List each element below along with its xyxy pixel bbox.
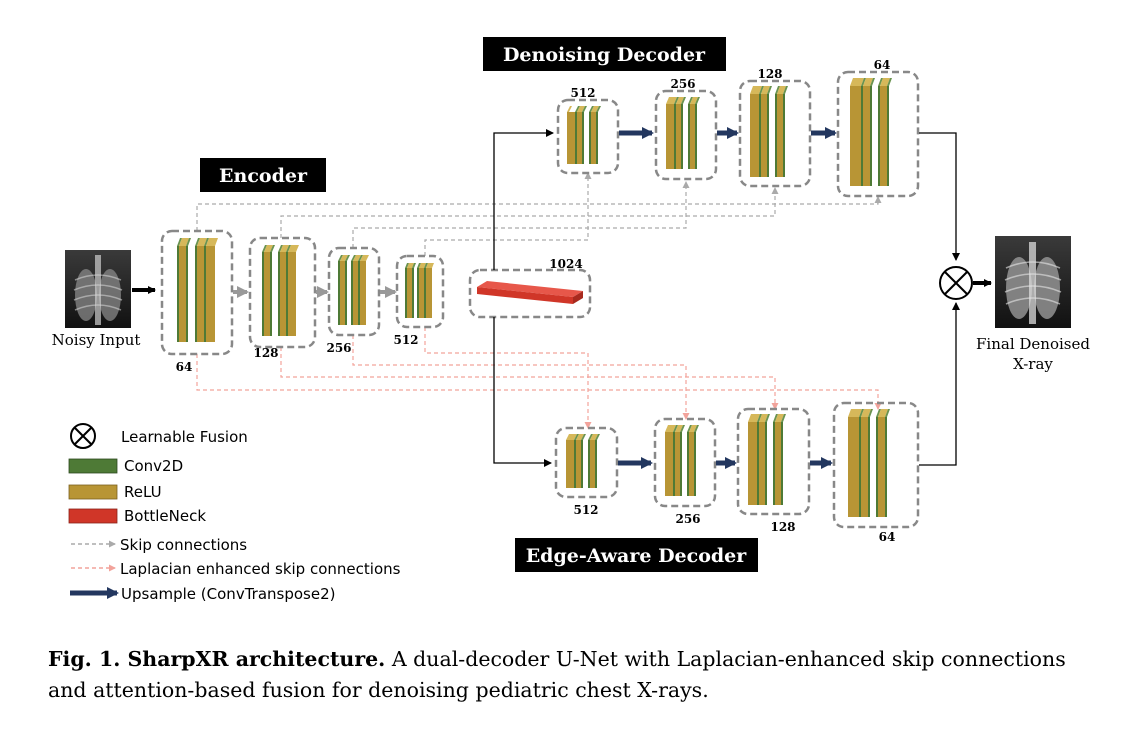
- edge-num-256: 256: [675, 512, 700, 526]
- edge-block-64: [832, 401, 920, 529]
- denoise-block-512: [556, 98, 620, 175]
- bottleneck-to-decoder-arrows: [493, 129, 554, 467]
- legend-fusion-icon: [70, 423, 96, 449]
- legend-fusion-label: Learnable Fusion: [121, 428, 248, 446]
- svg-text:Edge-Aware Decoder: Edge-Aware Decoder: [526, 545, 748, 567]
- denoise-num-128: 128: [757, 67, 782, 81]
- legend-relu-item: ReLU: [68, 483, 162, 501]
- final-label-line2: X-ray: [1013, 355, 1053, 373]
- final-label-line1: Final Denoised: [976, 335, 1090, 353]
- enc-num-64: 64: [176, 360, 193, 374]
- legend-relu-swatch: [68, 484, 118, 500]
- denoise-num-256: 256: [670, 77, 695, 91]
- legend-bottleneck-label: BottleNeck: [124, 507, 206, 525]
- svg-text:Encoder: Encoder: [219, 165, 308, 187]
- edge-num-128: 128: [770, 520, 795, 534]
- bottleneck-num: 1024: [549, 257, 582, 271]
- caption-text: A dual-decoder U-Net with Laplacian-enha…: [48, 647, 1066, 702]
- enc-num-128: 128: [253, 346, 278, 360]
- legend-skip-label: Skip connections: [120, 536, 247, 554]
- svg-text:Denoising Decoder: Denoising Decoder: [503, 44, 706, 66]
- enc-num-512: 512: [393, 333, 418, 347]
- encoder-block-256: [327, 246, 381, 337]
- bottleneck-block: [468, 268, 592, 319]
- edge-block-512: [554, 426, 619, 499]
- legend-conv-swatch: [68, 458, 118, 474]
- edge-num-64: 64: [879, 530, 896, 544]
- edge-num-512: 512: [573, 503, 598, 517]
- figure-caption: Fig. 1. SharpXR architecture. A dual-dec…: [48, 644, 1108, 706]
- legend-conv-label: Conv2D: [124, 457, 183, 475]
- legend-skip-item: Skip connections: [71, 536, 247, 554]
- noisy-input-label: Noisy Input: [52, 331, 141, 349]
- legend-fusion-item: Learnable Fusion: [70, 423, 248, 449]
- encoder-title: Encoder: [200, 158, 326, 192]
- decoder-to-fusion-arrows: [919, 132, 960, 466]
- fusion-icon: [939, 266, 973, 300]
- encoder-block-128: [248, 236, 317, 349]
- legend-bottleneck-item: BottleNeck: [68, 507, 206, 525]
- legend-lap-skip-label: Laplacian enhanced skip connections: [120, 560, 401, 578]
- denoise-block-128: [738, 79, 812, 188]
- edge-block-256: [653, 417, 717, 508]
- legend-bottleneck-swatch: [68, 508, 118, 524]
- denoise-num-512: 512: [570, 86, 595, 100]
- edge-block-128: [736, 407, 811, 516]
- denoise-block-256: [654, 89, 718, 181]
- architecture-diagram: Encoder Denoising Decoder Edge-Aware Dec…: [52, 37, 1090, 603]
- laplacian-skip-connections: [196, 327, 882, 429]
- legend: Learnable Fusion Conv2D ReLU BottleNeck …: [68, 423, 401, 603]
- denoising-decoder-title: Denoising Decoder: [483, 37, 726, 71]
- encoder-block-64: [160, 229, 234, 356]
- legend-upsample-item: Upsample (ConvTranspose2): [70, 585, 335, 603]
- enc-num-256: 256: [326, 341, 351, 355]
- denoise-block-64: [836, 70, 920, 198]
- encoder-block-512: [395, 254, 445, 329]
- final-denoised-xray: [995, 236, 1071, 328]
- edge-decoder-title: Edge-Aware Decoder: [515, 538, 758, 572]
- legend-conv-item: Conv2D: [68, 457, 183, 475]
- legend-lap-skip-item: Laplacian enhanced skip connections: [71, 560, 401, 578]
- skip-connections: [196, 172, 882, 256]
- legend-relu-label: ReLU: [124, 483, 162, 501]
- denoise-num-64: 64: [874, 58, 891, 72]
- caption-bold: Fig. 1. SharpXR architecture.: [48, 647, 386, 671]
- legend-upsample-label: Upsample (ConvTranspose2): [121, 585, 335, 603]
- noisy-input-xray: [65, 250, 131, 328]
